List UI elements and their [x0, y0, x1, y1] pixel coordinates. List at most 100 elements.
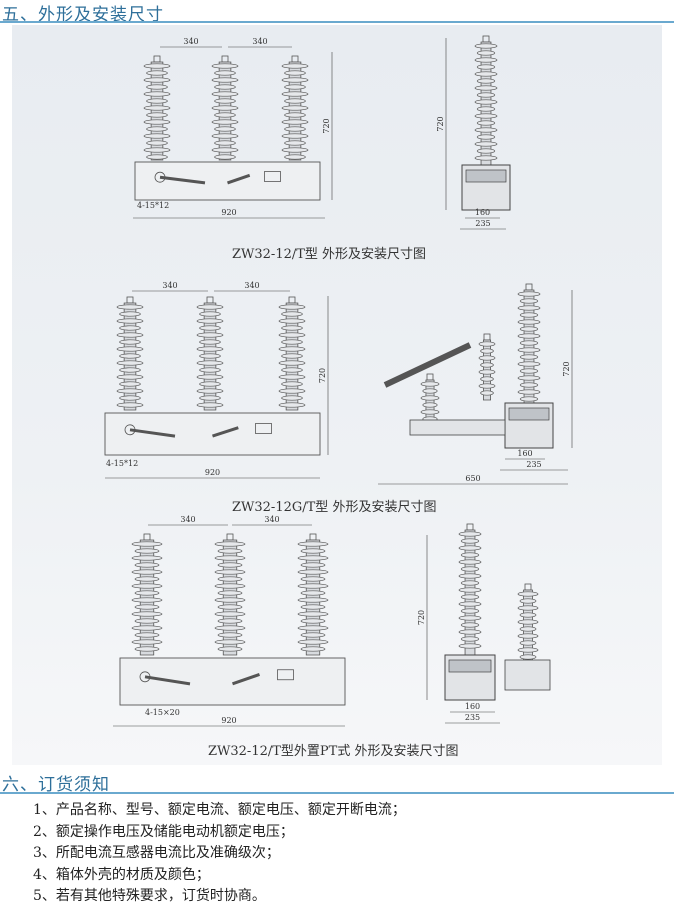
mechanism-box — [104, 412, 321, 456]
insulator-shed — [131, 583, 163, 589]
insulator-shed — [281, 325, 303, 331]
insulator-shed — [300, 618, 326, 624]
insulator-shed — [131, 597, 163, 603]
insulator-shed — [476, 120, 496, 126]
insulator-shed — [131, 555, 163, 561]
insulator-shed — [146, 98, 168, 104]
insulator-shed — [134, 548, 160, 554]
insulator-shed — [517, 619, 539, 625]
insulator-shed — [146, 126, 168, 132]
insulator-shed — [116, 346, 144, 352]
insulator-shed — [134, 646, 160, 652]
insulator-shed — [519, 396, 539, 402]
insulator-shed — [284, 154, 306, 160]
insulator-shed — [281, 367, 303, 373]
insulator-shed — [116, 402, 144, 408]
insulator-shed — [211, 77, 239, 83]
insulator-shed — [517, 305, 541, 311]
mechanism-box — [134, 161, 321, 201]
section-6-title: 六、订货须知 — [2, 775, 110, 795]
insulator-shed — [214, 541, 246, 547]
insulator-shed — [422, 388, 438, 394]
insulator-shed — [143, 147, 171, 153]
insulator-shed — [297, 597, 329, 603]
insulator-shed — [300, 632, 326, 638]
insulator-shed — [517, 633, 539, 639]
section-6-divider — [0, 792, 674, 794]
dim-holes: 4-15*12 — [137, 201, 169, 210]
insulator-shed — [199, 311, 221, 317]
insulator-shed — [196, 332, 224, 338]
insulator-shed — [474, 155, 498, 161]
terminal-icon — [483, 333, 491, 341]
insulator-shed — [119, 339, 141, 345]
insulator-shed — [116, 332, 144, 338]
insulator-shed — [460, 538, 480, 544]
insulator-shed — [422, 402, 438, 408]
insulator-shed — [297, 569, 329, 575]
dim-spacing-2: 340 — [244, 281, 259, 290]
insulator-shed — [474, 85, 498, 91]
insulator-shed — [211, 119, 239, 125]
insulator-shed — [199, 367, 221, 373]
insulator-shed — [478, 369, 496, 375]
dim-width: 920 — [221, 208, 236, 217]
insulator-shed — [420, 395, 440, 401]
insulator-shed — [517, 375, 541, 381]
insulator-shed — [217, 590, 243, 596]
insulator-shed — [474, 57, 498, 63]
insulator-shed — [420, 381, 440, 387]
insulator-shed — [458, 573, 482, 579]
dim-side-height: 720 — [562, 361, 571, 376]
insulator-shed — [214, 126, 236, 132]
insulator-shed — [281, 63, 309, 69]
insulator-shed — [214, 140, 236, 146]
spring-lever-icon — [232, 673, 260, 686]
insulator-shed — [284, 84, 306, 90]
list-item: 3、所配电流互感器电流比及准确级次； — [33, 845, 280, 861]
insulator-shed — [297, 541, 329, 547]
section-5-divider — [0, 21, 674, 23]
terminal-icon — [466, 523, 474, 531]
insulator-shed — [478, 341, 496, 347]
insulator-shed — [281, 147, 309, 153]
terminal-icon — [226, 533, 234, 541]
insulator-shed — [300, 576, 326, 582]
insulator-shed — [460, 636, 480, 642]
lever-pivot-icon — [124, 424, 136, 436]
terminal-icon — [288, 296, 296, 304]
operating-lever-icon — [159, 175, 206, 185]
terminal-icon — [206, 296, 214, 304]
insulator-shed — [474, 141, 498, 147]
insulator-shed — [517, 605, 539, 611]
insulator-shed — [214, 154, 236, 160]
insulator-shed — [131, 541, 163, 547]
insulator-shed — [214, 611, 246, 617]
side-base — [409, 419, 506, 436]
terminal-icon — [221, 55, 229, 63]
insulator-shed — [211, 105, 239, 111]
insulator-shed — [458, 559, 482, 565]
insulator-shed — [458, 587, 482, 593]
insulator-shed — [281, 339, 303, 345]
insulator-shed — [214, 583, 246, 589]
dim-spacing-2: 340 — [252, 37, 267, 46]
insulator-shed — [196, 360, 224, 366]
insulator-shed — [474, 113, 498, 119]
insulator-shed — [519, 298, 539, 304]
insulator-shed — [146, 154, 168, 160]
lever-pivot-icon — [139, 671, 151, 683]
insulator-shed — [519, 340, 539, 346]
insulator-shed — [478, 383, 496, 389]
terminal-icon — [524, 583, 532, 591]
insulator-shed — [460, 566, 480, 572]
figure-1-caption: ZW32-12/T型 外形及安装尺寸图 — [232, 247, 427, 262]
insulator-shed — [116, 318, 144, 324]
insulator-shed — [458, 545, 482, 551]
insulator-shed — [119, 381, 141, 387]
insulator-shed — [284, 70, 306, 76]
insulator-shed — [517, 291, 541, 297]
insulator-shed — [476, 64, 496, 70]
terminal-icon — [291, 55, 299, 63]
insulator-shed — [281, 133, 309, 139]
